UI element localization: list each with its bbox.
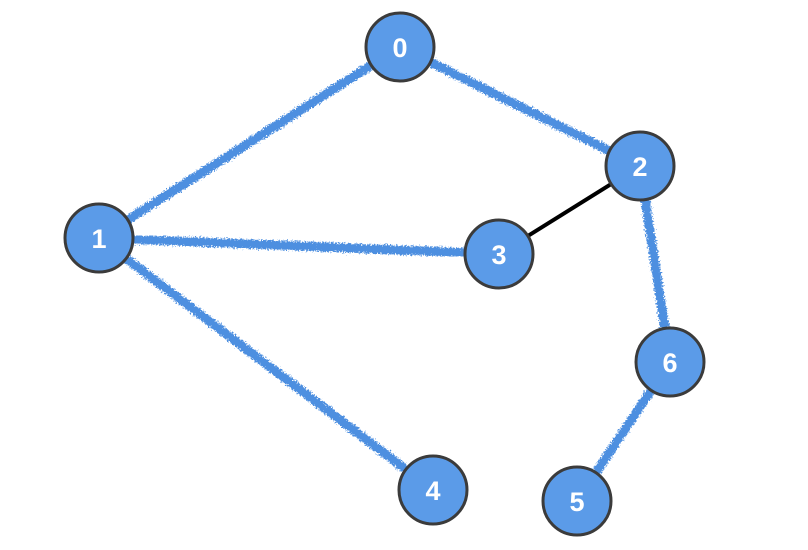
node-circle-5[interactable] bbox=[541, 465, 613, 537]
node-label-0: 0 bbox=[392, 33, 407, 63]
node-label-3: 3 bbox=[491, 240, 506, 270]
edge-0-1 bbox=[120, 59, 379, 226]
graph-node-2[interactable]: 2 bbox=[604, 130, 676, 202]
edge-2-3 bbox=[524, 180, 615, 240]
edge-0-2 bbox=[423, 56, 617, 157]
node-circle-0[interactable] bbox=[364, 11, 436, 83]
node-label-5: 5 bbox=[569, 487, 584, 517]
graph-node-4[interactable]: 4 bbox=[397, 454, 469, 526]
nodes-layer: 0 1 2 3 4 5 6 bbox=[63, 11, 706, 537]
edge-1-3 bbox=[125, 234, 473, 258]
node-circle-3[interactable] bbox=[463, 218, 535, 290]
node-label-6: 6 bbox=[662, 348, 677, 378]
graph-node-0[interactable]: 0 bbox=[364, 11, 436, 83]
node-circle-4[interactable] bbox=[397, 454, 469, 526]
graph-node-3[interactable]: 3 bbox=[463, 218, 535, 290]
node-label-2: 2 bbox=[632, 152, 647, 182]
node-circle-2[interactable] bbox=[604, 130, 676, 202]
graph-node-6[interactable]: 6 bbox=[634, 326, 706, 398]
node-label-4: 4 bbox=[425, 476, 440, 506]
node-label-1: 1 bbox=[91, 224, 106, 254]
edge-5-6 bbox=[589, 383, 658, 480]
node-circle-1[interactable] bbox=[63, 202, 135, 274]
node-circle-6[interactable] bbox=[634, 326, 706, 398]
edge-2-6 bbox=[640, 192, 670, 336]
graph-node-5[interactable]: 5 bbox=[541, 465, 613, 537]
graph-node-1[interactable]: 1 bbox=[63, 202, 135, 274]
edges-layer bbox=[119, 56, 670, 480]
edge-1-4 bbox=[119, 252, 413, 476]
